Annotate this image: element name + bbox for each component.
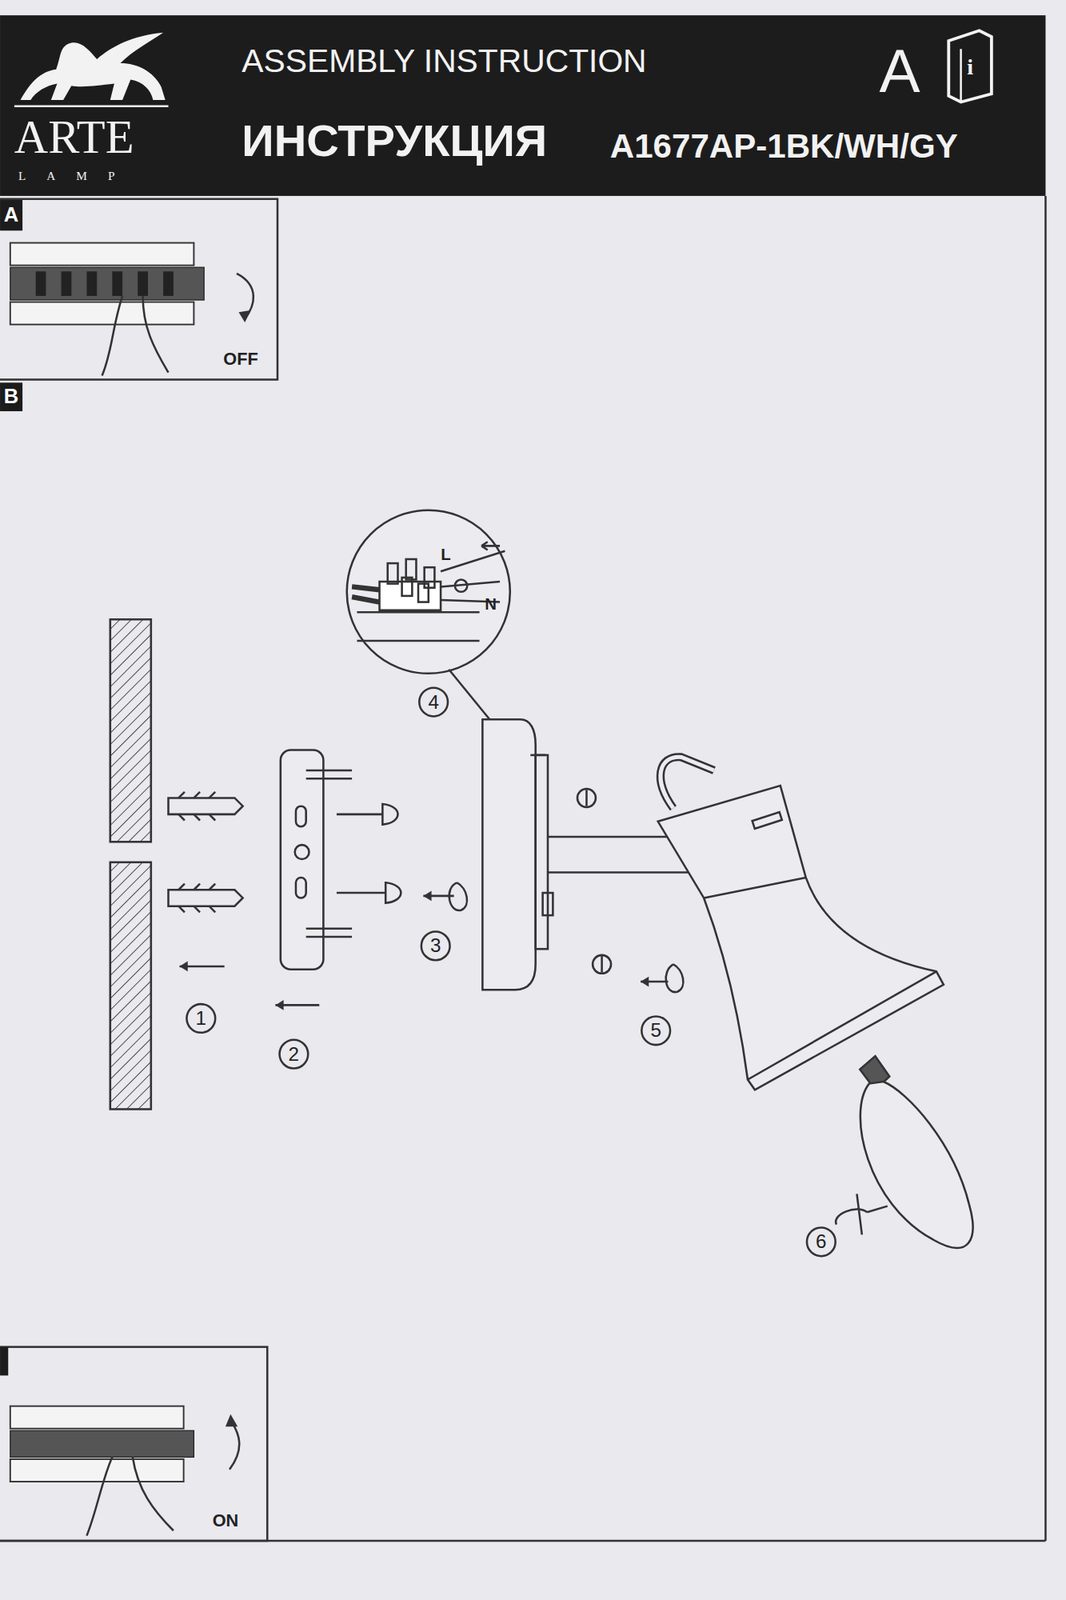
wire-label: N [484, 595, 497, 612]
wire-label: L [440, 545, 451, 562]
panel-letter: A [3, 204, 19, 226]
brand-subname: LAMP [18, 169, 136, 182]
panel-letter: B [3, 386, 19, 408]
header-russian: ИНСТРУКЦИЯ [241, 118, 547, 164]
switch-state: ON [212, 1511, 240, 1530]
callout-number: 3 [430, 935, 441, 955]
callout-number: 4 [427, 691, 439, 711]
switch-state: OFF [223, 350, 258, 368]
callout-number: 2 [288, 1044, 300, 1064]
info-icon: i [966, 55, 974, 79]
model-number: A1677AP-1BK/WH/GY [610, 129, 959, 164]
header-title: ASSEMBLY INSTRUCTION [241, 44, 647, 78]
sheet-letter: A [879, 40, 921, 103]
callout-number: 6 [815, 1231, 827, 1251]
callout-number: 1 [195, 1008, 207, 1028]
brand-name: ARTE [14, 114, 135, 162]
callout-number: 5 [650, 1020, 661, 1040]
